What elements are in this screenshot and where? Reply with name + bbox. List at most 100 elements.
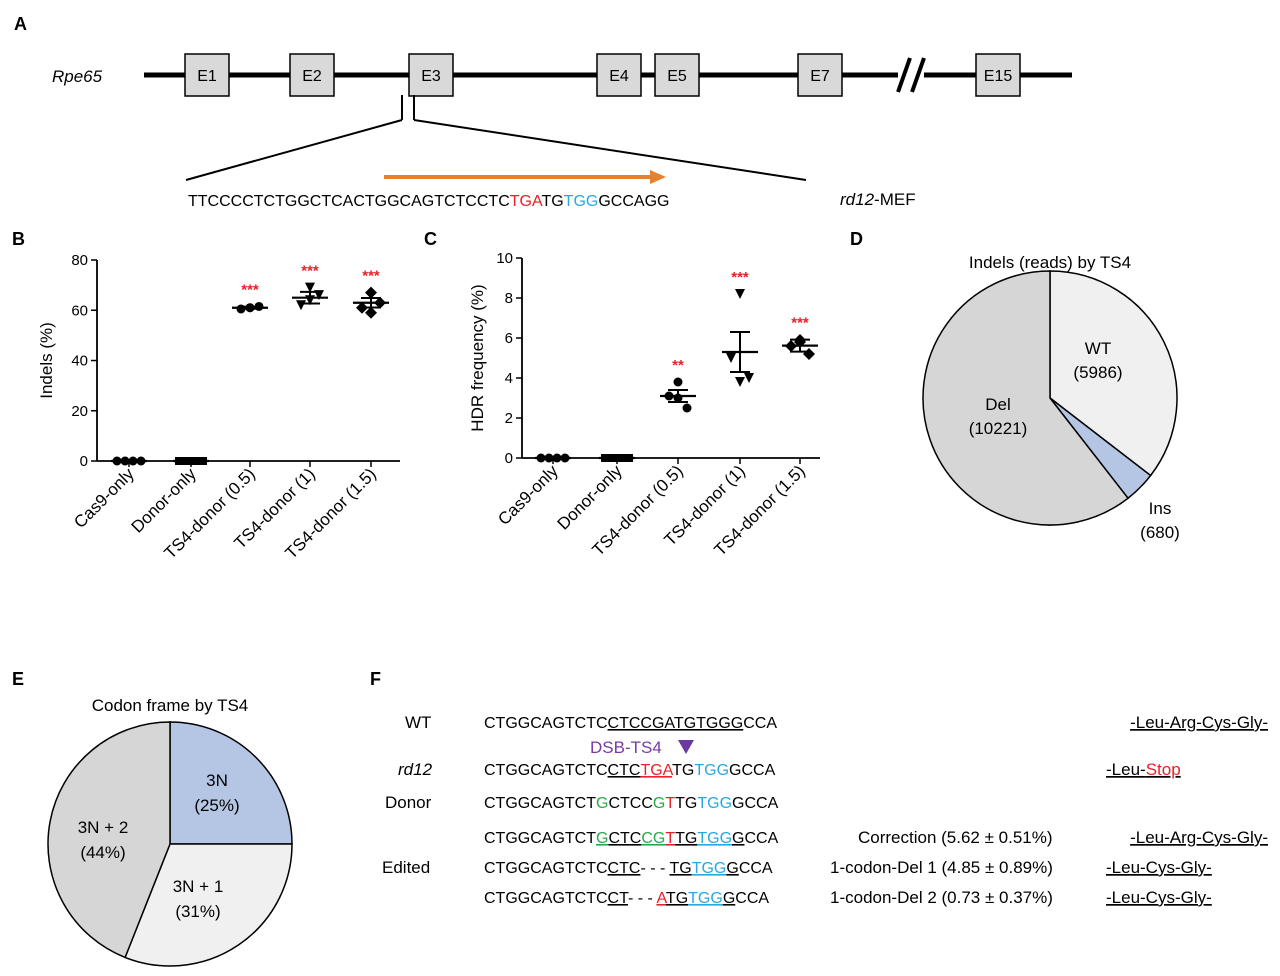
exon-box-e5 <box>654 53 700 97</box>
significance-label: *** <box>791 315 809 332</box>
note-del1: 1-codon-Del 1 (4.85 ± 0.89%) <box>830 858 1053 877</box>
gene-break-mark-1 <box>896 57 912 93</box>
exon-label-e4: E4 <box>609 68 629 85</box>
y-tick-label: 80 <box>71 252 88 269</box>
exon-label-e1: E1 <box>197 68 217 85</box>
pie-d-label-ins: Ins <box>1149 499 1172 518</box>
data-point <box>803 348 815 360</box>
pie-e-pct-3n: (25%) <box>194 796 239 815</box>
significance-label: ** <box>672 357 684 374</box>
aa-correction: -Leu-Arg-Cys-Gly- <box>1130 828 1268 847</box>
pie-d-count-del: (10221) <box>969 419 1028 438</box>
y-tick-label: 10 <box>496 250 513 267</box>
seq-del2: CTGGCAGTCTCCT- - - ATGTGGGCCA <box>484 890 769 907</box>
panel-label-b: B <box>12 229 25 249</box>
row-label-donor: Donor <box>385 793 432 812</box>
seq-prefix: TTCCCCTCTGGCTCACTGGCAGTCTCCTC <box>188 193 510 210</box>
exon-label-e2: E2 <box>302 68 322 85</box>
data-point <box>673 377 683 387</box>
significance-label: *** <box>362 268 380 285</box>
gene-break-mark-2 <box>910 57 926 93</box>
data-point <box>365 286 377 299</box>
panel-label-c: C <box>424 229 437 249</box>
indel-pie <box>922 270 1178 526</box>
exon-group: E1 E2 E3 E4 E5 E7 E15 <box>184 53 1021 97</box>
data-point <box>726 353 736 363</box>
aa-wt: -Leu-Arg-Cys-Gly- <box>1130 713 1268 732</box>
row-label-rd12: rd12 <box>398 760 433 779</box>
zoom-line-right <box>413 119 807 181</box>
pie-e-label-3n1: 3N + 1 <box>173 877 224 896</box>
cell-line-label: rd12-MEF <box>840 190 916 209</box>
aa-del2: -Leu-Cys-Gly- <box>1106 888 1212 907</box>
pie-e-pct-3n2: (44%) <box>80 843 125 862</box>
data-point <box>682 403 692 413</box>
data-point <box>296 300 306 311</box>
pie-d-title: Indels (reads) by TS4 <box>969 253 1131 272</box>
pie-e-pct-3n1: (31%) <box>175 902 220 921</box>
data-point <box>305 282 315 293</box>
exon-box-e3 <box>408 53 454 97</box>
row-label-edited: Edited <box>382 858 430 877</box>
data-point <box>365 306 377 319</box>
zoom-line-left <box>185 119 403 181</box>
pie-e-slice-3n1 <box>124 843 293 967</box>
note-del2: 1-codon-Del 2 (0.73 ± 0.37%) <box>830 888 1053 907</box>
y-tick-label: 0 <box>80 453 88 470</box>
exon-label-e15: E15 <box>984 68 1013 85</box>
panel-label-f: F <box>370 669 381 689</box>
data-point <box>735 377 745 387</box>
y-tick-label: 2 <box>505 410 513 427</box>
seq-tg: TG <box>541 193 563 210</box>
y-tick-label: 8 <box>505 290 513 307</box>
codon-frame-pie <box>47 721 293 967</box>
pie-e-slice-3n2 <box>47 721 171 959</box>
seq-correction: CTGGCAGTCTGCTCCGTTGTGGGCCA <box>484 830 779 847</box>
y-tick-label: 0 <box>505 450 513 467</box>
x-tick-label: Cas9-only <box>494 461 562 529</box>
significance-label: *** <box>731 269 749 286</box>
aa-rd12: -Leu-Stop <box>1106 760 1181 779</box>
pie-d-slice-del <box>922 270 1130 526</box>
exon-label-e3: E3 <box>421 68 441 85</box>
seq-donor: CTGGCAGTCTGCTCCGTTGTGGGCCA <box>484 795 779 812</box>
panel-label-d: D <box>850 229 863 249</box>
y-tick-label: 20 <box>71 403 88 420</box>
pie-d-count-ins: (680) <box>1140 523 1180 542</box>
sgrna-arrow-head <box>650 170 666 184</box>
pie-e-label-3n: 3N <box>206 771 228 790</box>
y-tick-label: 6 <box>505 330 513 347</box>
exon-box-e2 <box>289 53 335 97</box>
note-correction: Correction (5.62 ± 0.51%) <box>858 828 1053 847</box>
pie-e-title: Codon frame by TS4 <box>92 696 249 715</box>
exon-label-e5: E5 <box>667 68 687 85</box>
y-tick-label: 60 <box>71 302 88 319</box>
pie-e-slice-3n <box>169 721 293 845</box>
aa-del1: -Leu-Cys-Gly- <box>1106 858 1212 877</box>
dsb-label: DSB-TS4 <box>590 738 662 757</box>
exon-box-e7 <box>797 53 843 97</box>
y-axis-title: Indels (%) <box>37 322 56 399</box>
y-axis-title: HDR frequency (%) <box>468 284 487 431</box>
pie-d-label-del: Del <box>985 395 1011 414</box>
data-point <box>735 289 745 299</box>
exon-box-e1 <box>184 53 230 97</box>
panel-label-a: A <box>14 14 27 34</box>
pie-e-label-3n2: 3N + 2 <box>78 818 129 837</box>
seq-rd12: CTGGCAGTCTCCTCTGATGTGGGCCA <box>484 762 776 779</box>
row-label-wt: WT <box>405 713 431 732</box>
y-tick-label: 4 <box>505 370 513 387</box>
gene-name: Rpe65 <box>52 67 103 86</box>
seq-pam: TGG <box>564 193 599 210</box>
exon-box-e4 <box>596 53 642 97</box>
exon-label-e7: E7 <box>810 68 830 85</box>
data-point <box>744 373 754 383</box>
panel-label-e: E <box>12 669 24 689</box>
seq-del1: CTGGCAGTCTCCTC- - - TGTGGGCCA <box>484 860 773 877</box>
seq-stop-codon: TGA <box>510 193 543 210</box>
y-tick-label: 40 <box>71 353 88 370</box>
seq-suffix: GCCAGG <box>598 193 669 210</box>
